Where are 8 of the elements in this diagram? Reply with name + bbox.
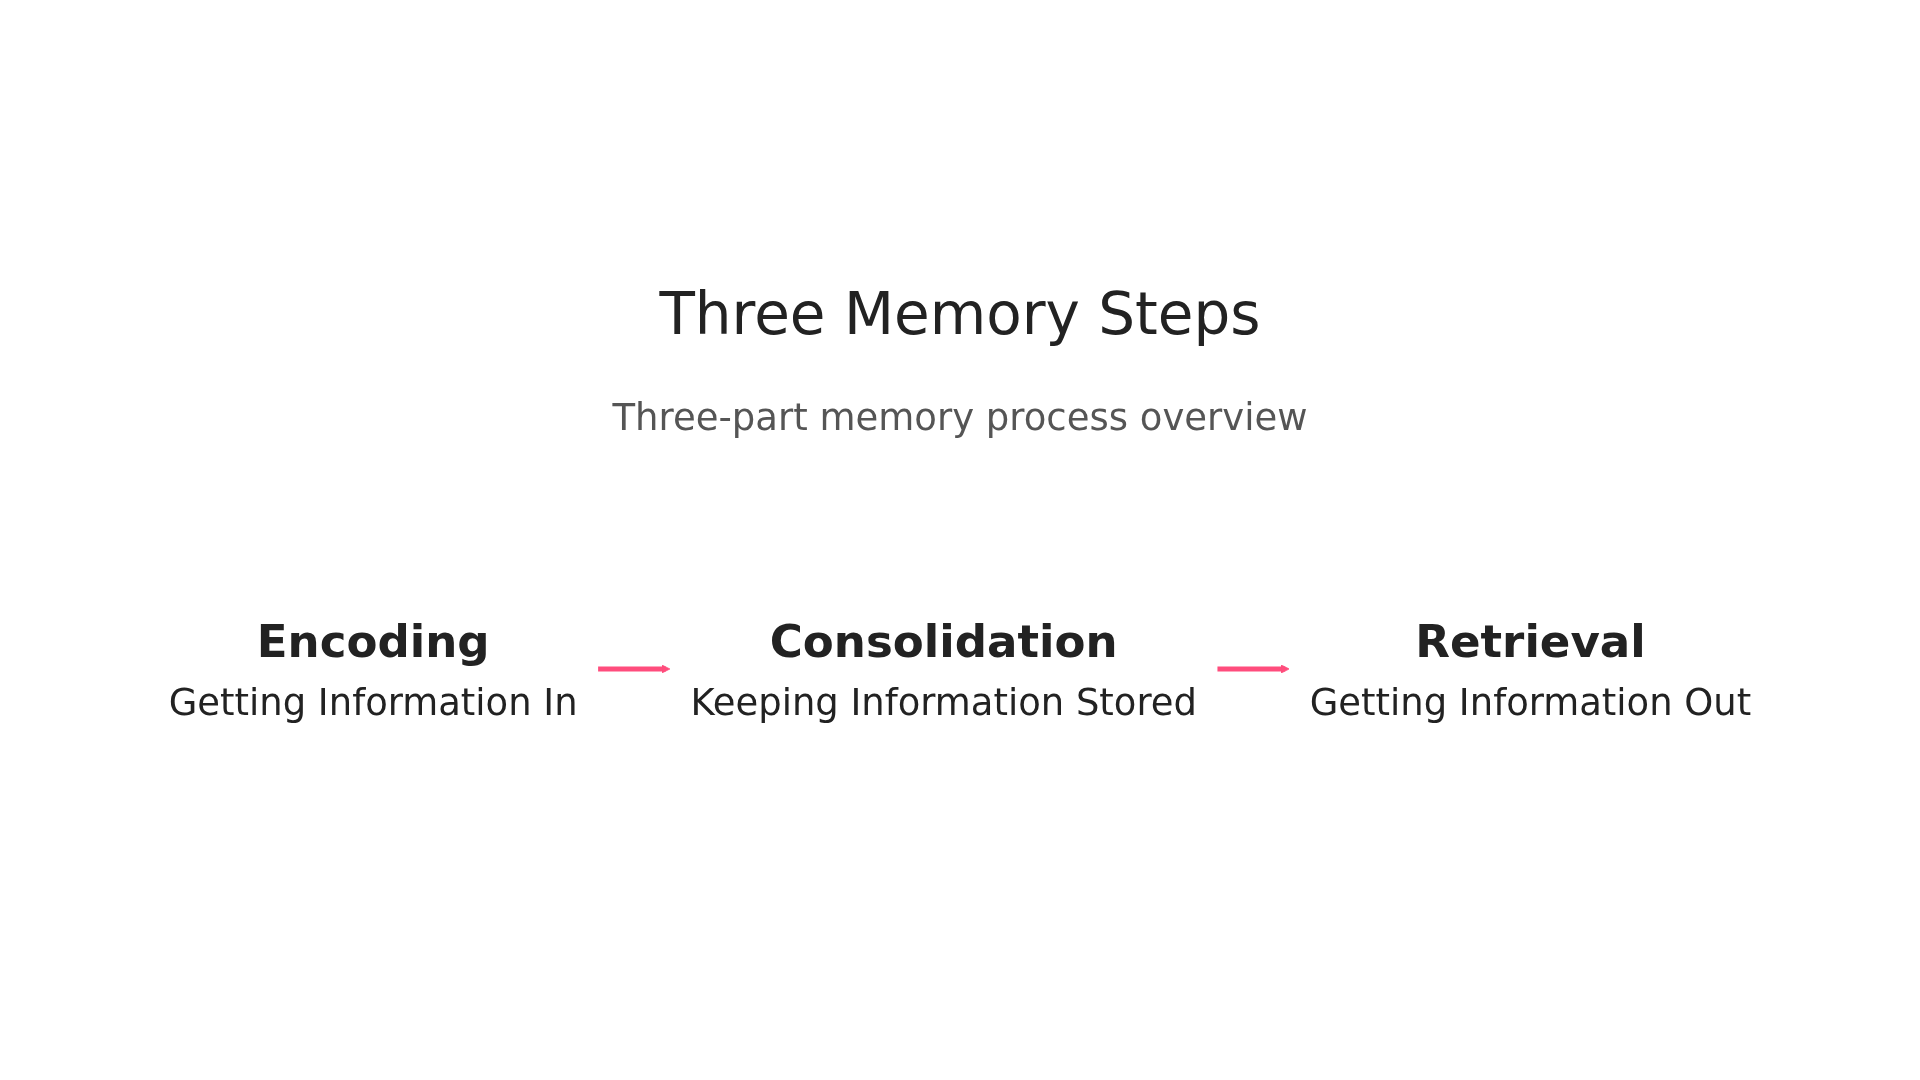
- flow-diagram: Encoding Getting Information In Consolidation Keeping Information Stored Retrieval Getting Information Out: [140, 589, 1780, 749]
- node-text: Retrieval Getting Information Out: [1309, 614, 1752, 724]
- node-text: Consolidation Keeping Information Stored: [690, 614, 1197, 724]
- node-text: Encoding Getting Information In: [168, 614, 578, 724]
- diagram-title: Three Memory Steps: [659, 280, 1261, 348]
- arrow: [598, 664, 671, 674]
- arrow: [1217, 664, 1290, 674]
- diagram-subtitle: Three-part memory process overview: [612, 396, 1308, 439]
